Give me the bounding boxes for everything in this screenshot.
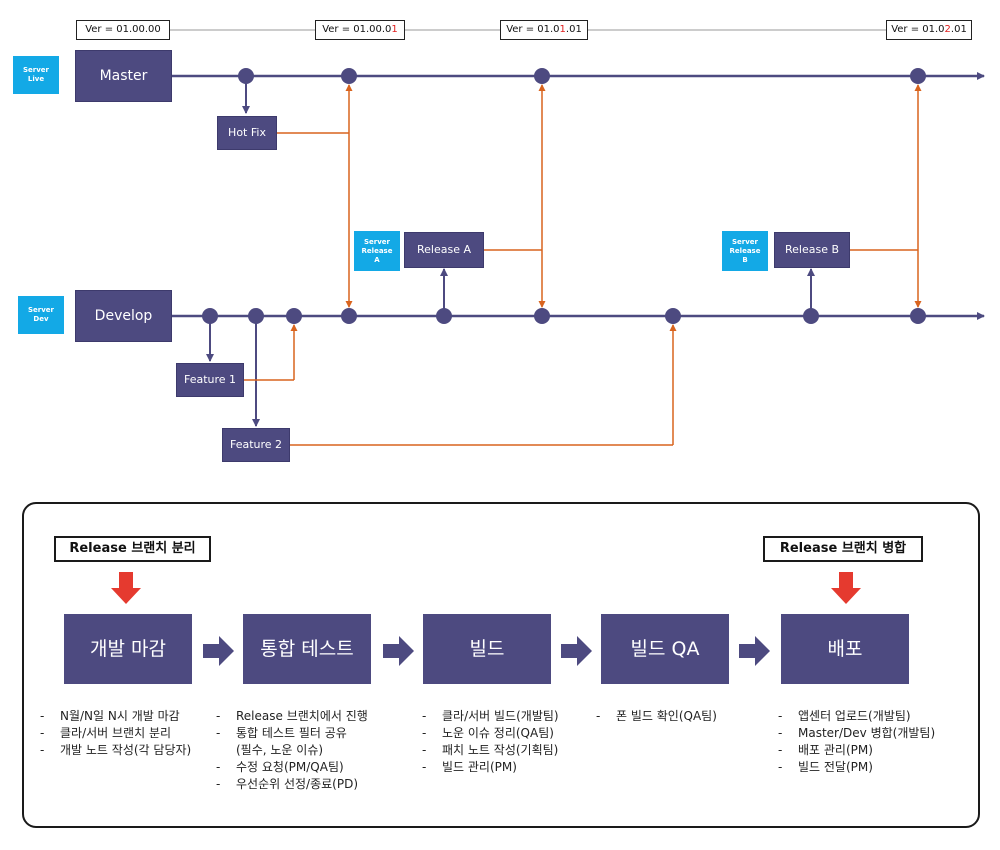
version-label: Ver = 01.02.01: [886, 20, 972, 40]
feature1-branch: Feature 1: [176, 363, 244, 397]
step-build-qa: 빌드 QA: [601, 614, 729, 684]
note-item: -개발 노트 작성(각 담당자): [40, 743, 192, 757]
master-commit-node: [341, 68, 357, 84]
server-release-b-tag: Server Release B: [722, 231, 768, 271]
develop-commit-node: [534, 308, 550, 324]
release-merge-label: Release 브랜치 병합: [763, 536, 923, 562]
note-item: -Release 브랜치에서 진행: [216, 709, 368, 723]
release-split-label: Release 브랜치 분리: [54, 536, 211, 562]
note-item: -노운 이슈 정리(QA팀): [422, 726, 554, 740]
release-b-branch: Release B: [774, 232, 850, 268]
right-arrow-icon: [203, 636, 234, 666]
note-item: -수정 요청(PM/QA팀): [216, 760, 344, 774]
red-down-arrow-icon: [831, 572, 861, 604]
version-label: Ver = 01.00.00: [76, 20, 170, 40]
hotfix-branch: Hot Fix: [217, 116, 277, 150]
step-integration-test: 통합 테스트: [243, 614, 371, 684]
note-item: (필수, 노운 이슈): [236, 743, 324, 757]
develop-branch: Develop: [75, 290, 172, 342]
develop-commit-node: [803, 308, 819, 324]
note-item: -폰 빌드 확인(QA팀): [596, 709, 717, 723]
note-item: -Master/Dev 병합(개발팀): [778, 726, 936, 740]
step-deploy-notes: -앱센터 업로드(개발팀) -Master/Dev 병합(개발팀) -배포 관리…: [778, 708, 935, 776]
develop-commit-node: [341, 308, 357, 324]
master-commit-node: [534, 68, 550, 84]
branch-diagram: [170, 29, 985, 446]
develop-commit-node: [248, 308, 264, 324]
develop-commit-node: [665, 308, 681, 324]
note-item: -클라/서버 브랜치 분리: [40, 726, 172, 740]
note-item: -패치 노트 작성(기획팀): [422, 743, 559, 757]
step-dev-close: 개발 마감: [64, 614, 192, 684]
right-arrow-icon: [561, 636, 592, 666]
process-arrows: [111, 572, 861, 666]
server-dev-tag: Server Dev: [18, 296, 64, 334]
step-integration-test-notes: -Release 브랜치에서 진행 -통합 테스트 필터 공유 (필수, 노운 …: [216, 708, 368, 793]
step-dev-close-notes: -N월/N일 N시 개발 마감 -클라/서버 브랜치 분리 -개발 노트 작성(…: [40, 708, 191, 759]
version-label: Ver = 01.00.01: [315, 20, 405, 40]
server-release-a-tag: Server Release A: [354, 231, 400, 271]
note-item: -우선순위 선정/종료(PD): [216, 777, 359, 791]
note-item: -통합 테스트 필터 공유: [216, 726, 347, 740]
right-arrow-icon: [383, 636, 414, 666]
step-build-qa-notes: -폰 빌드 확인(QA팀): [596, 708, 717, 725]
develop-commit-node: [910, 308, 926, 324]
develop-commit-node: [286, 308, 302, 324]
develop-commit-node: [436, 308, 452, 324]
red-down-arrow-icon: [111, 572, 141, 604]
step-build: 빌드: [423, 614, 551, 684]
note-item: -클라/서버 빌드(개발팀): [422, 709, 559, 723]
release-process-panel: [22, 502, 980, 828]
version-label: Ver = 01.01.01: [500, 20, 588, 40]
note-item: -배포 관리(PM): [778, 743, 873, 757]
master-commit-node: [910, 68, 926, 84]
server-live-tag: Server Live: [13, 56, 59, 94]
right-arrow-icon: [739, 636, 770, 666]
note-item: -N월/N일 N시 개발 마감: [40, 709, 180, 723]
step-build-notes: -클라/서버 빌드(개발팀) -노운 이슈 정리(QA팀) -패치 노트 작성(…: [422, 708, 559, 776]
master-commit-node: [238, 68, 254, 84]
master-branch: Master: [75, 50, 172, 102]
release-a-branch: Release A: [404, 232, 484, 268]
develop-commit-node: [202, 308, 218, 324]
note-item: -빌드 관리(PM): [422, 760, 517, 774]
note-item: -앱센터 업로드(개발팀): [778, 709, 911, 723]
note-item: -빌드 전달(PM): [778, 760, 873, 774]
step-deploy: 배포: [781, 614, 909, 684]
feature2-branch: Feature 2: [222, 428, 290, 462]
